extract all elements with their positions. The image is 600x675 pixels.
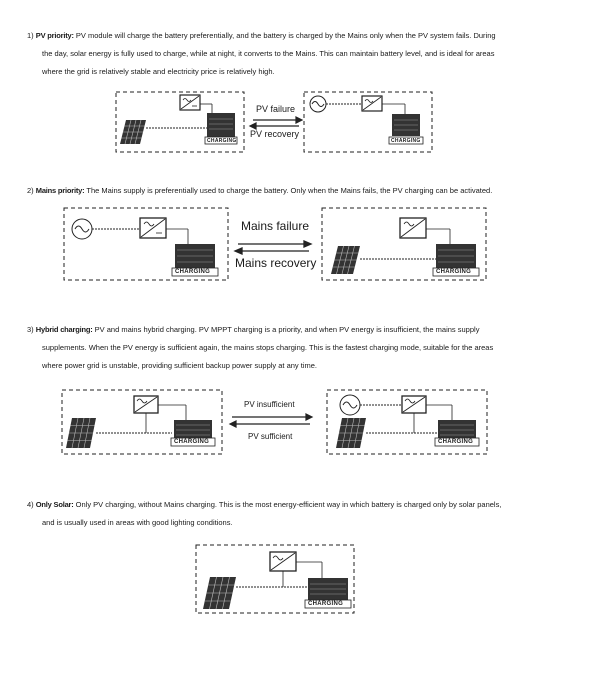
- solar-panel-icon: [66, 417, 96, 449]
- inverter-icon: [399, 217, 427, 239]
- section-number: 4): [27, 500, 34, 509]
- section-text: PV and mains hybrid charging. PV MPPT ch…: [92, 325, 480, 334]
- section-text: where power grid is unstable, providing …: [42, 361, 318, 370]
- diagram-pv-priority: CHARGING CHARGING PV failure PV recovery: [0, 0, 600, 160]
- diagram-pv-priority-graphic: [115, 91, 433, 153]
- diagram-only-solar-graphic: [195, 544, 355, 614]
- battery-label: CHARGING: [175, 268, 211, 275]
- diagram-mains-priority: CHARGING CHARGING Mains failure Mains re…: [0, 0, 600, 300]
- section-text: and is usually used in areas with good l…: [42, 518, 233, 527]
- dashed-frame: [326, 389, 488, 455]
- mode-switch-label-top: Mains failure: [241, 219, 310, 233]
- section-hybrid-charging: 3) Hybrid charging: PV and mains hybrid …: [27, 321, 587, 375]
- battery-label: CHARGING: [207, 137, 237, 144]
- section-heading: Mains priority:: [35, 186, 85, 195]
- section-heading: PV priority:: [35, 31, 74, 40]
- section-mains-priority: 2) Mains priority: The Mains supply is p…: [27, 182, 587, 200]
- switch-arrows-icon: [228, 413, 314, 428]
- section-text: where the grid is relatively stable and …: [42, 67, 275, 76]
- inverter-icon: [401, 395, 427, 414]
- diagram-only-solar: CHARGING: [195, 544, 355, 614]
- ac-source-icon: [339, 394, 361, 416]
- battery-icon: [304, 578, 352, 609]
- section-number: 3): [27, 325, 34, 334]
- mode-switch-label-top: PV failure: [256, 104, 296, 114]
- battery-label: CHARGING: [391, 137, 421, 144]
- battery-label: CHARGING: [174, 438, 210, 445]
- solar-panel-icon: [336, 417, 366, 449]
- diagram-hybrid-charging-graphic: [61, 389, 488, 455]
- section-text: the day, solar energy is fully used to c…: [42, 49, 495, 58]
- section-number: 1): [27, 31, 34, 40]
- switch-arrows-icon: [248, 116, 304, 130]
- dashed-frame: [195, 544, 355, 614]
- inverter-icon: [133, 395, 159, 414]
- battery-icon: [170, 420, 216, 447]
- inverter-icon: [139, 217, 167, 239]
- section-text: supplements. When the PV energy is suffi…: [42, 343, 494, 352]
- solar-panel-icon: [120, 119, 146, 145]
- battery-icon: [204, 113, 238, 145]
- section-only-solar: 4) Only Solar: Only PV charging, without…: [27, 496, 587, 532]
- solar-panel-icon: [203, 576, 236, 610]
- battery-label: CHARGING: [436, 268, 472, 275]
- dashed-frame: [321, 207, 487, 281]
- dashed-frame: [61, 389, 223, 455]
- mode-switch-label-bottom: Mains recovery: [235, 256, 317, 270]
- switch-arrows-icon: [233, 240, 313, 255]
- inverter-icon: [361, 95, 383, 112]
- dashed-frame: [303, 91, 433, 153]
- mode-switch-label-top: PV insufficient: [244, 400, 295, 409]
- solar-panel-icon: [331, 245, 360, 275]
- inverter-icon: [269, 551, 297, 572]
- dashed-frame: [115, 91, 245, 153]
- section-heading: Only Solar:: [35, 500, 74, 509]
- battery-icon: [432, 244, 480, 277]
- inverter-icon: [179, 94, 201, 111]
- section-text: The Mains supply is preferentially used …: [84, 186, 493, 195]
- section-text: PV module will charge the battery prefer…: [73, 31, 496, 40]
- section-number: 2): [27, 186, 34, 195]
- section-pv-priority: 1) PV priority: PV module will charge th…: [27, 27, 587, 81]
- section-heading: Hybrid charging:: [35, 325, 93, 334]
- mode-switch-label-bottom: PV recovery: [250, 129, 300, 139]
- diagram-hybrid-charging: CHARGING CHARGING PV insufficient PV suf…: [61, 389, 488, 455]
- battery-icon: [171, 244, 219, 277]
- dashed-frame: [63, 207, 229, 281]
- battery-icon: [388, 114, 424, 145]
- mode-switch-label-bottom: PV sufficient: [248, 432, 293, 441]
- battery-icon: [434, 420, 480, 447]
- battery-label: CHARGING: [308, 600, 344, 607]
- section-text: Only PV charging, without Mains charging…: [73, 500, 502, 509]
- battery-label: CHARGING: [438, 438, 474, 445]
- diagram-mains-priority-graphic: [63, 207, 487, 281]
